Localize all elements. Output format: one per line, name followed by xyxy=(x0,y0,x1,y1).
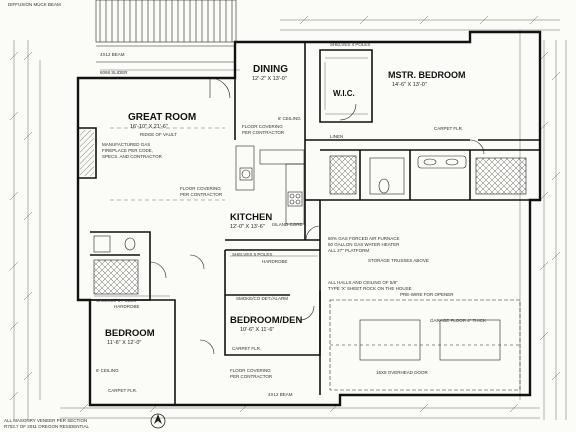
note-hardrobe-bedroom: HARDROBE xyxy=(114,304,140,309)
note-floor-covering-dining: FLOOR COVERING xyxy=(242,124,283,129)
note-hardrobe-hall: HARDROBE xyxy=(262,259,288,264)
vault-ridge xyxy=(110,127,225,201)
note-overhead-door: 16X8 OVERHEAD DOOR xyxy=(376,370,429,375)
kitchen-counters xyxy=(235,145,305,225)
note-shelves-wic: SHELVES 4 POLES xyxy=(330,42,370,47)
note-furnace-2: 50 GALLON GAS WATER HEATER xyxy=(328,242,400,247)
room-size-dining: 12'-2" X 13'-0" xyxy=(252,76,287,82)
note-code: R703.7 OF 2011 OREGON RESIDENTIAL xyxy=(4,424,89,429)
room-label-kitchen: KITCHEN xyxy=(230,212,272,223)
note-furnace-1: 80% GAS FORCED AIR FURNACE xyxy=(328,236,400,241)
note-deck-beam: 4X12 BEAM xyxy=(100,52,125,57)
room-size-bedroom: 11'-6" X 12'-0" xyxy=(107,340,141,346)
room-label-wic: W.I.C. xyxy=(333,89,355,98)
room-label-dining: DINING xyxy=(253,64,288,75)
note-kitchen-counter: ISLAND CORE xyxy=(272,222,303,227)
note-shelves-bedroom: SHELVES 5 POLES xyxy=(96,298,136,303)
note-furnace-3: ALL 27" PLATFORM xyxy=(328,248,369,253)
room-size-great-room: 16'-10" X 21'-6" xyxy=(130,124,168,130)
note-floor-covering-great: FLOOR COVERING xyxy=(180,186,221,191)
porch-deck xyxy=(95,0,237,63)
interior-walls xyxy=(78,42,540,405)
room-label-bedroom-den: BEDROOM/DEN xyxy=(230,315,302,326)
room-size-kitchen: 12'-0" X 13'-6" xyxy=(230,224,265,230)
note-halls-2: TYPE 'X' SHEET ROCK ON THE HOUSE xyxy=(328,286,412,291)
room-size-master-bedroom: 14'-6" X 13'-0" xyxy=(392,82,427,88)
note-linen: LINEN xyxy=(330,134,343,139)
note-floor-covering-hall: FLOOR COVERING xyxy=(230,368,271,373)
note-shelves-5-poles: SHELVES 5 POLES xyxy=(232,252,272,257)
north-arrow-icon xyxy=(150,413,166,429)
note-per-contractor-dining: PER CONTRACTOR xyxy=(242,130,285,135)
note-top-left: DIFFUSION MUCK BEAM xyxy=(8,2,61,7)
note-beam-post: 4X12 BEAM xyxy=(268,392,293,397)
note-fireplace-2: FIREPLACE PER CODE, xyxy=(102,148,153,153)
note-garage-floor: GARAGE FLOOR 4" THICK xyxy=(430,318,486,323)
note-per-contractor-great: PER CONTRACTOR xyxy=(180,192,223,197)
note-ridge-of-vault: RIDGE OF VAULT xyxy=(140,132,177,137)
garage-outline xyxy=(329,299,521,391)
dimension-lines xyxy=(9,15,567,420)
room-label-great-room: GREAT ROOM xyxy=(128,112,196,123)
note-slider: 6068 SLIDER xyxy=(100,70,128,75)
note-fireplace-3: SPECS. AND CONTRACTOR xyxy=(102,154,163,159)
room-label-bedroom: BEDROOM xyxy=(105,328,155,339)
room-size-bedroom-den: 10'-6" X 11'-6" xyxy=(240,327,274,333)
note-storage: STORAGE TRUSSES ABOVE xyxy=(368,258,429,263)
note-masonry: ALL MASONRY VENEER PER SECTION xyxy=(4,418,87,423)
fireplace-hatch xyxy=(80,130,94,176)
note-halls-1: ALL HALLS AND CEILING OF 5/8" xyxy=(328,280,398,285)
note-pre-wire: PRE-WIRE FOR OPENER xyxy=(400,292,454,297)
exterior-walls xyxy=(76,30,542,407)
note-fireplace-1: MANUFACTURED GAS xyxy=(102,142,150,147)
note-ceiling-dining: 8' CEILING xyxy=(278,116,301,121)
closet-shelves xyxy=(94,57,368,297)
hall-bath-fixtures xyxy=(93,235,139,295)
note-carpet-bedroom: CARPET FLR. xyxy=(108,388,137,393)
note-carpet-master: CARPET FLR. xyxy=(434,126,463,131)
note-smoke-detector: SMOKE/CO DET./ALARM xyxy=(236,296,288,301)
master-bath-fixtures xyxy=(329,155,527,195)
note-per-contractor-hall: PER CONTRACTOR xyxy=(230,374,273,379)
note-carpet-den: CARPET FLR. xyxy=(232,346,261,351)
room-label-master-bedroom: MSTR. BEDROOM xyxy=(388,70,466,80)
door-swings xyxy=(149,77,485,355)
note-ceiling-bedroom: 8' CEILING xyxy=(96,368,119,373)
